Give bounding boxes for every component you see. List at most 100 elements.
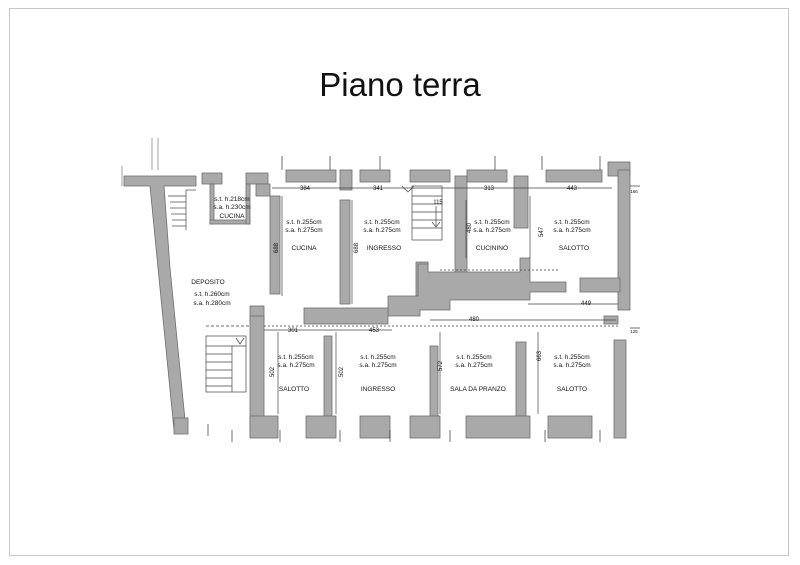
dimension-label: 502 — [270, 366, 276, 377]
wall-bottom-5 — [465, 415, 531, 439]
room-height-st: s.t. h.255cm — [360, 354, 395, 361]
wall-v6 — [323, 335, 333, 417]
dimension-label: 301 — [288, 328, 299, 334]
dimension-label: 166 — [630, 189, 638, 194]
room-height-sa: s.a. h.275cm — [553, 362, 590, 369]
room-name: SALA DA PRANZO — [450, 386, 506, 393]
wall-v1 — [269, 195, 281, 295]
dimension-label: 115 — [433, 200, 443, 206]
wall-bottom-2 — [305, 415, 337, 439]
site-lines — [121, 138, 159, 186]
dimension-label: 480 — [467, 222, 473, 233]
room-height-st: s.t. h.260cm — [194, 291, 229, 298]
wall-bottom-1 — [249, 415, 279, 439]
room-height-sa: s.a. h.275cm — [285, 227, 322, 234]
dimension-label: 547 — [539, 226, 545, 237]
wall-v4 — [513, 175, 529, 229]
plan-title: Piano terra — [319, 66, 481, 103]
room-height-st: s.t. h.218cm — [214, 196, 249, 203]
wall-right-exterior-lower — [613, 339, 627, 439]
dimension-label: 480 — [469, 317, 480, 323]
fixtures — [168, 156, 640, 442]
room-name: CUCININO — [476, 245, 508, 252]
wall-top-8 — [545, 169, 603, 183]
room-height-sa: s.a. h.275cm — [277, 362, 314, 369]
room-height-st: s.t. h.255cm — [286, 219, 321, 226]
room-cucinino: s.t. h.255cm s.a. h.275cm CUCININO — [473, 219, 510, 252]
dimension-label: 453 — [369, 328, 380, 334]
room-labels: DEPOSITO s.t. h.260cm s.a. h.280cm s.t. … — [191, 196, 590, 393]
room-height-st: s.t. h.255cm — [278, 354, 313, 361]
wall-top-1 — [201, 172, 223, 185]
room-height-st: s.t. h.255cm — [554, 354, 589, 361]
dimension-label: 341 — [373, 186, 384, 192]
dimension-label: 688 — [354, 242, 360, 253]
stair-bottom-left — [205, 335, 247, 393]
room-name: SALOTTO — [279, 386, 309, 393]
walls — [123, 161, 631, 439]
room-name: DEPOSITO — [191, 279, 224, 286]
wall-top-2 — [245, 172, 269, 185]
wall-h-right — [579, 277, 621, 293]
room-height-st: s.t. h.255cm — [456, 354, 491, 361]
room-cucina: s.t. h.255cm s.a. h.275cm CUCINA — [285, 219, 322, 252]
room-name: SALOTTO — [557, 386, 587, 393]
stair-ingresso — [401, 185, 443, 241]
wall-top-3 — [285, 169, 337, 183]
dimension-label: 572 — [438, 360, 444, 371]
wall-bottom-4 — [409, 415, 441, 439]
wall-cucina-small-right — [245, 183, 251, 225]
room-name: SALOTTO — [559, 245, 589, 252]
room-height-st: s.t. h.255cm — [364, 219, 399, 226]
wall-top-5 — [359, 169, 391, 183]
wall-bottom-left — [173, 417, 189, 435]
wall-bottom-3 — [359, 415, 391, 439]
room-height-sa: s.a. h.275cm — [553, 227, 590, 234]
room-ingresso-bottom: s.t. h.255cm s.a. h.275cm INGRESSO — [359, 354, 396, 393]
dimension-label: 313 — [484, 186, 495, 192]
wall-h-center — [303, 307, 389, 325]
room-salotto-top: s.t. h.255cm s.a. h.275cm SALOTTO — [553, 219, 590, 252]
wall-v7 — [429, 345, 439, 417]
wall-v2 — [339, 199, 351, 305]
stair-top-left — [168, 189, 196, 230]
wall-top-4 — [339, 169, 353, 191]
dimension-label: 502 — [339, 366, 345, 377]
room-sala-da-pranzo: s.t. h.255cm s.a. h.275cm SALA DA PRANZO — [450, 354, 506, 393]
room-cucina-small: s.t. h.218cm s.a. h.230cm CUCINA — [213, 196, 250, 220]
room-deposito: DEPOSITO s.t. h.260cm s.a. h.280cm — [191, 279, 230, 307]
room-salotto-bottom-right: s.t. h.255cm s.a. h.275cm SALOTTO — [553, 354, 590, 393]
wall-bottom-6 — [547, 415, 593, 439]
dimension-label: 443 — [567, 186, 578, 192]
wall-v8 — [515, 341, 527, 417]
room-name: CUCINA — [220, 213, 246, 220]
room-height-sa: s.a. h.275cm — [473, 227, 510, 234]
wall-right-exterior — [617, 169, 631, 311]
room-height-sa: s.a. h.275cm — [359, 362, 396, 369]
dimension-label: 125 — [630, 329, 638, 334]
dimension-label: 384 — [300, 186, 311, 192]
room-height-sa: s.a. h.275cm — [363, 227, 400, 234]
room-height-st: s.t. h.255cm — [474, 219, 509, 226]
wall-top-6 — [409, 169, 451, 183]
wall-top-7 — [466, 169, 508, 183]
room-name: INGRESSO — [361, 386, 395, 393]
drawing-sheet-border — [9, 8, 789, 556]
room-salotto-bottom-left: s.t. h.255cm s.a. h.275cm SALOTTO — [277, 354, 314, 393]
wall-cucina-small-bottom — [209, 219, 251, 225]
room-ingresso-top: s.t. h.255cm s.a. h.275cm INGRESSO — [363, 219, 401, 252]
wall-central-h — [387, 257, 567, 317]
room-height-st: s.t. h.255cm — [554, 219, 589, 226]
window-marks-top — [207, 156, 640, 442]
dimension-label: 449 — [581, 301, 592, 307]
dimension-labels: 384 341 313 443 115 449 301 453 480 688 … — [270, 186, 638, 377]
room-name: INGRESSO — [367, 245, 401, 252]
dimension-label: 663 — [537, 350, 543, 361]
dimension-label: 688 — [274, 242, 280, 253]
room-name: CUCINA — [292, 245, 318, 252]
room-height-sa: s.a. h.275cm — [455, 362, 492, 369]
room-height-sa: s.a. h.230cm — [213, 204, 250, 211]
wall-stub-a — [255, 183, 271, 197]
room-height-sa: s.a. h.280cm — [193, 300, 230, 307]
